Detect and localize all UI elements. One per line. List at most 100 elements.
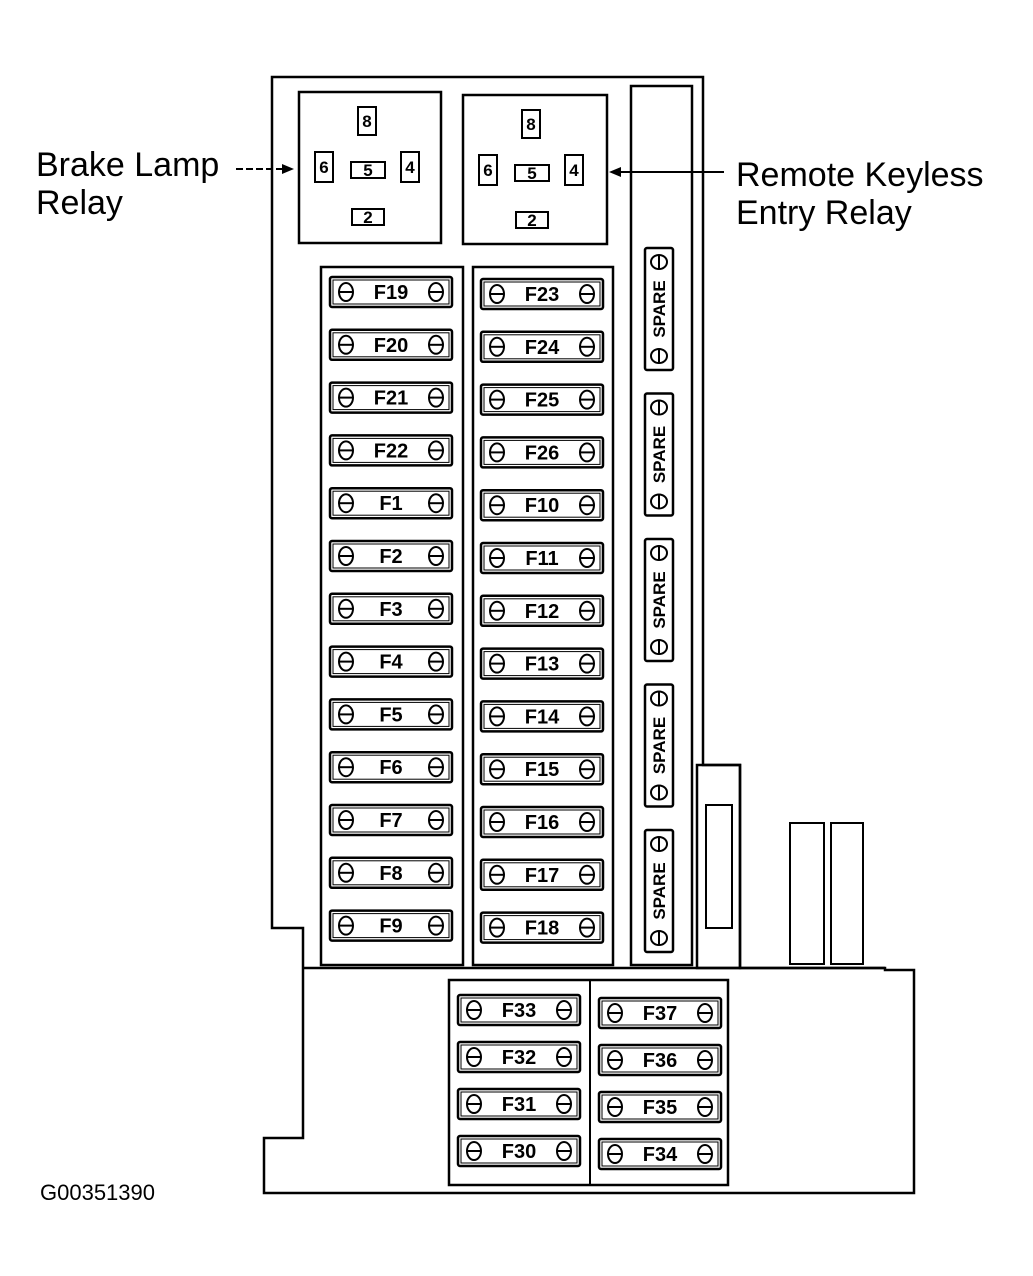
spare-fuse-column: SPARE SPARE SPARE SPARE SPARE: [643, 246, 675, 954]
fuse-terminal-icon: [489, 336, 505, 357]
fuse-terminal-icon: [697, 1050, 713, 1070]
fuse[interactable]: F33: [456, 993, 582, 1027]
fuse-terminal-icon: [650, 254, 668, 270]
fuse-label: F34: [643, 1144, 678, 1166]
fuse-terminal-icon: [338, 334, 354, 355]
fuse-terminal-icon: [607, 1050, 623, 1070]
fuse[interactable]: F21: [328, 381, 454, 414]
fuse-label: F35: [643, 1097, 677, 1119]
fuse[interactable]: F35: [597, 1090, 723, 1124]
fuse[interactable]: F11: [479, 541, 605, 575]
fuse-terminal-icon: [338, 440, 354, 461]
fuse[interactable]: F23: [479, 277, 605, 311]
fuse[interactable]: F8: [328, 856, 454, 890]
spare-fuse[interactable]: SPARE: [643, 246, 675, 372]
fuse-terminal-icon: [579, 389, 595, 410]
fuse[interactable]: F2: [328, 539, 454, 573]
fuse[interactable]: F32: [456, 1040, 582, 1074]
fuse-terminal-icon: [697, 1144, 713, 1164]
spare-fuse-label: SPARE: [650, 717, 669, 774]
fuse[interactable]: F6: [328, 750, 454, 784]
fuse[interactable]: F10: [479, 488, 605, 522]
fuse[interactable]: F20: [328, 328, 454, 362]
fuse-terminal-icon: [428, 757, 444, 778]
fuse-terminal-icon: [579, 442, 595, 463]
spare-fuse[interactable]: SPARE: [643, 683, 675, 808]
fuse-label: F13: [525, 654, 559, 676]
fuse-terminal-icon: [650, 784, 668, 801]
fuse[interactable]: F3: [328, 592, 454, 626]
fuse-terminal-icon: [428, 651, 444, 672]
brake-arrow: [236, 164, 294, 174]
fuse-terminal-icon: [579, 548, 595, 568]
relay-pin: 2: [351, 208, 385, 227]
relay-pin-number: 8: [526, 115, 535, 134]
fuse-terminal-icon: [338, 282, 354, 302]
fuse[interactable]: F12: [479, 594, 605, 628]
fuse-terminal-icon: [650, 399, 668, 416]
fuse[interactable]: F15: [479, 752, 605, 786]
fuse-terminal-icon: [697, 1003, 713, 1023]
fuse[interactable]: F16: [479, 805, 605, 839]
fuse[interactable]: F25: [479, 383, 605, 416]
spare-fuse[interactable]: SPARE: [643, 828, 675, 954]
fuse[interactable]: F5: [328, 698, 454, 731]
fuse-terminal-icon: [489, 389, 505, 410]
fuse-label: F5: [379, 704, 402, 726]
fuse-terminal-icon: [428, 334, 444, 355]
fuse-terminal-icon: [607, 1144, 623, 1164]
fuse[interactable]: F17: [479, 858, 605, 892]
fuse[interactable]: F13: [479, 647, 605, 680]
fuse-terminal-icon: [428, 493, 444, 514]
fuse[interactable]: F37: [597, 996, 723, 1030]
fuse-terminal-icon: [338, 915, 354, 936]
fuse[interactable]: F36: [597, 1043, 723, 1077]
spare-fuse[interactable]: SPARE: [643, 392, 675, 517]
fuse-terminal-icon: [556, 1141, 572, 1161]
spare-fuse[interactable]: SPARE: [643, 537, 675, 663]
fuse-terminal-icon: [489, 812, 505, 832]
relay-pin-number: 6: [483, 161, 492, 180]
fuse-terminal-icon: [556, 1094, 572, 1114]
relay-pin-number: 4: [405, 158, 415, 177]
fuse-terminal-icon: [650, 545, 668, 561]
figure-id: G00351390: [40, 1180, 155, 1205]
fuse[interactable]: F34: [597, 1137, 723, 1171]
fuse-terminal-icon: [428, 598, 444, 619]
fuse-terminal-icon: [338, 862, 354, 883]
fuse-label: F32: [502, 1047, 536, 1069]
fuse[interactable]: F22: [328, 434, 454, 467]
fuse[interactable]: F19: [328, 275, 454, 309]
fuse[interactable]: F7: [328, 803, 454, 837]
fuse-label: F33: [502, 1000, 536, 1022]
fuse[interactable]: F24: [479, 330, 605, 364]
fuse[interactable]: F30: [456, 1134, 582, 1168]
fuse-terminal-icon: [489, 759, 505, 780]
fuse[interactable]: F9: [328, 909, 454, 942]
fuse-terminal-icon: [489, 864, 505, 885]
fuse-label: F19: [374, 282, 408, 304]
fuse-label: F23: [525, 284, 559, 306]
fuse[interactable]: F4: [328, 645, 454, 678]
fuse-terminal-icon: [466, 1094, 482, 1114]
fuse-label: F17: [525, 865, 559, 887]
fuse-terminal-icon: [607, 1003, 623, 1023]
fuse[interactable]: F31: [456, 1087, 582, 1121]
fuse[interactable]: F14: [479, 700, 605, 733]
fuse[interactable]: F1: [328, 486, 454, 520]
spare-panel: [629, 84, 694, 967]
fuse-terminal-icon: [579, 864, 595, 885]
fuse[interactable]: F18: [479, 911, 605, 944]
relay-pin: 5: [350, 161, 386, 180]
relay-pin: 4: [400, 151, 420, 183]
fuse-label: F14: [525, 706, 560, 728]
fuse-label: F18: [525, 918, 559, 940]
fuse[interactable]: F26: [479, 436, 605, 469]
